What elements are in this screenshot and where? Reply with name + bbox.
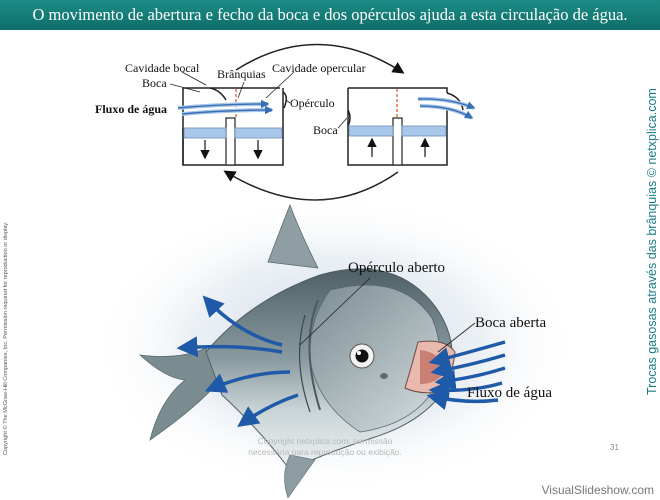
- label-boca-left: Boca: [142, 76, 167, 90]
- label-cavidade-opercular: Cavidade opercular: [272, 61, 366, 75]
- fish-illustration: [138, 203, 456, 499]
- schematic-right: [347, 87, 476, 166]
- schematic-left: [177, 87, 287, 166]
- label-fluxo-fish: Fluxo de água: [467, 385, 552, 401]
- page-number: 31: [610, 443, 619, 452]
- copyright-line-2: necessária para reprodução ou exibição.: [248, 447, 402, 457]
- gill-band: [348, 125, 394, 137]
- gill-band: [183, 127, 227, 139]
- label-operculo-aberto: Opérculo aberto: [348, 260, 445, 276]
- fish-flow-arrows-out: [176, 295, 299, 428]
- cycle-arrow-top: [235, 43, 405, 74]
- label-boca-aberta: Boca aberta: [475, 315, 547, 331]
- label-operculo: Opérculo: [290, 96, 335, 110]
- copyright-line-1: Copyright netxplica.com: permissão: [257, 436, 393, 446]
- label-fluxo-top: Fluxo de água: [95, 102, 167, 116]
- gill-band: [401, 125, 447, 137]
- side-caption: Trocas gasosas através das brânquias © n…: [645, 88, 659, 395]
- gill-band: [234, 127, 283, 139]
- fish-flow-arrows-in: [426, 340, 506, 411]
- label-branquias: Brânquias: [217, 67, 266, 81]
- copyright-side-text: Copyright © The McGraw-Hill Companies, I…: [3, 221, 9, 455]
- watermark[interactable]: VisualSlideshow.com: [541, 483, 654, 497]
- label-cavidade-bocal: Cavidade bocal: [125, 61, 200, 75]
- label-boca-right: Boca: [313, 123, 338, 137]
- slide-title: O movimento de abertura e fecho da boca …: [0, 0, 660, 30]
- copyright-footer: Copyright netxplica.com: permissão neces…: [200, 436, 450, 458]
